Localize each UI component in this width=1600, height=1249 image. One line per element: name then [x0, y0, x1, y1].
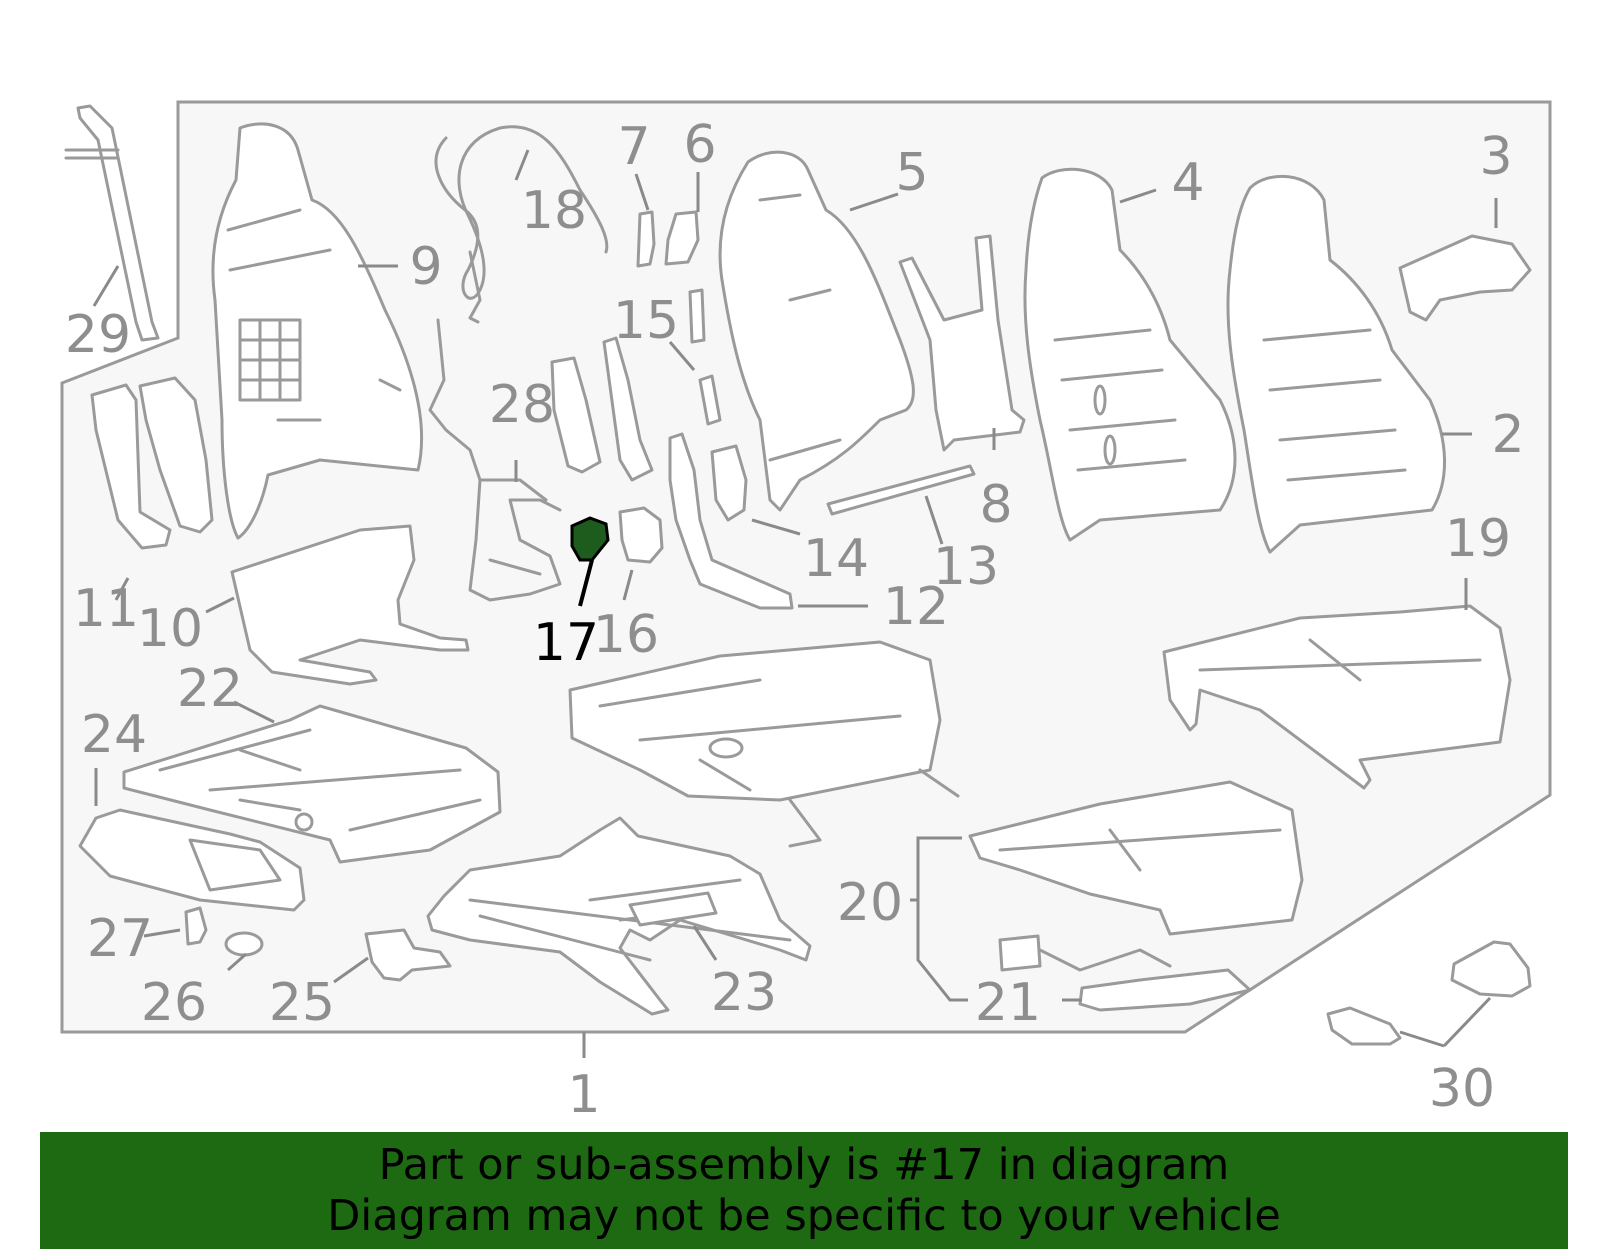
- leader-lines: [92, 149, 1498, 1058]
- callout-18: 18: [521, 181, 587, 241]
- callout-23: 23: [711, 963, 777, 1023]
- part-30-covers: [1326, 940, 1532, 1046]
- part-17-highlighted[interactable]: [570, 516, 610, 562]
- callout-6: 6: [683, 115, 716, 175]
- callout-19: 19: [1445, 509, 1511, 569]
- part-27-knob: [184, 906, 208, 946]
- callout-20: 20: [837, 873, 903, 933]
- callout-10: 10: [137, 599, 203, 659]
- callout-1: 1: [567, 1065, 600, 1125]
- part-7-clip: [636, 210, 656, 268]
- info-banner: Part or sub-assembly is #17 in diagram D…: [40, 1132, 1568, 1249]
- callout-22: 22: [177, 659, 243, 719]
- part-13-rod: [826, 464, 976, 516]
- part-12-recliner-arm: [668, 432, 794, 610]
- part-2-seatback-cover: [1226, 174, 1447, 554]
- part-29-rail: [64, 104, 160, 342]
- callout-7: 7: [617, 117, 650, 177]
- callout-30: 30: [1429, 1059, 1495, 1119]
- callout-12: 12: [883, 577, 949, 637]
- part-8-bracket: [898, 234, 1026, 452]
- part-5-seatback-structure: [718, 150, 915, 512]
- part-recliner-plate: [602, 336, 654, 482]
- callout-26: 26: [141, 973, 207, 1033]
- callout-11: 11: [73, 579, 139, 639]
- callout-2: 2: [1491, 405, 1524, 465]
- part-25-switch-module: [364, 928, 452, 982]
- callout-13: 13: [933, 537, 999, 597]
- callout-14: 14: [803, 529, 869, 589]
- callout-9: 9: [409, 237, 442, 297]
- part-21-heater-mat: [998, 934, 1252, 1012]
- part-26-knob: [224, 931, 264, 957]
- part-3-trim-piece: [1398, 234, 1532, 322]
- part-23-seat-adjuster: [426, 816, 812, 1016]
- callout-25: 25: [269, 973, 335, 1033]
- part-20-seat-pad: [968, 780, 1304, 936]
- part-19-seat-cover: [1162, 604, 1512, 790]
- banner-line-2: Diagram may not be specific to your vehi…: [327, 1191, 1281, 1241]
- part-seat-cushion-assembly: [568, 640, 960, 848]
- part-22-seat-frame: [122, 704, 502, 864]
- callout-21: 21: [975, 973, 1041, 1033]
- callout-24: 24: [81, 705, 147, 765]
- callout-16: 16: [593, 605, 659, 665]
- callout-27: 27: [87, 909, 153, 969]
- callout-5: 5: [895, 143, 928, 203]
- part-4-seatback-pad: [1023, 167, 1237, 542]
- part-28-harness: [428, 318, 562, 602]
- callout-17[interactable]: 17: [533, 613, 599, 673]
- part-15-switch: [688, 288, 722, 426]
- callout-4: 4: [1171, 153, 1204, 213]
- callout-28: 28: [489, 375, 555, 435]
- part-10-seat-pan: [230, 524, 470, 686]
- part-armrest-pad: [550, 356, 602, 474]
- part-24-side-trim: [78, 808, 306, 912]
- callout-3: 3: [1479, 127, 1512, 187]
- part-9-seatback-frame: [211, 122, 424, 540]
- part-11-side-panels: [90, 376, 214, 550]
- callout-29: 29: [65, 305, 131, 365]
- part-18-cable: [434, 125, 609, 324]
- part-16-bracket: [618, 506, 664, 564]
- part-6-clip: [664, 210, 700, 266]
- part-14-motor: [710, 444, 748, 522]
- callout-8: 8: [979, 475, 1012, 535]
- callout-15: 15: [613, 291, 679, 351]
- banner-line-1: Part or sub-assembly is #17 in diagram: [378, 1140, 1230, 1190]
